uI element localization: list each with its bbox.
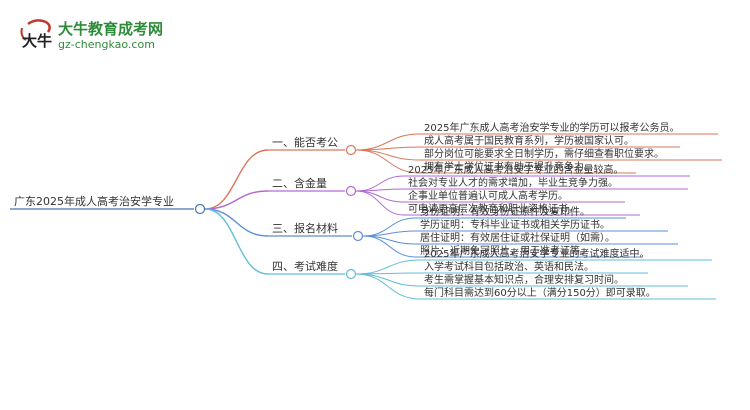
edge-branch-3-to-item-4 — [362, 235, 417, 258]
edge-root-to-branch-1 — [204, 149, 269, 210]
edge-root-to-branch-4 — [204, 208, 269, 275]
branch-1-item-3: 部分岗位可能要求全日制学历，需仔细查看职位要求。 — [424, 147, 664, 160]
branch-4-node-dot — [345, 268, 357, 280]
branch-3-item-3: 居住证明：有效居住证或社保证明（如需）。 — [420, 231, 615, 244]
logo-mark-text: 大牛 — [22, 32, 52, 50]
edge-root-to-branch-2 — [204, 190, 269, 210]
branch-2: 二、含金量 2025年广东成人高考治安学专业的含金量较高。 社会对专业人才的需求… — [268, 163, 690, 216]
mindmap-edges — [204, 133, 421, 300]
edge-branch-4-to-item-4 — [355, 273, 421, 300]
site-logo[interactable]: 大牛 大牛教育成考网 gz-chengkao.com — [18, 16, 168, 56]
branch-2-item-2: 社会对专业人才的需求增加，毕业生竞争力强。 — [408, 176, 618, 189]
branch-3: 三、报名材料 身份证明：有效身份证原件及复印件。 学历证明：专科毕业证书或相关学… — [268, 205, 678, 258]
branch-1-label: 一、能否考公 — [272, 135, 338, 149]
edge-branch-1-to-item-3 — [355, 149, 421, 161]
edge-root-to-branch-3 — [204, 208, 269, 237]
branch-4-item-3: 考生需掌握基本知识点，合理安排复习时间。 — [424, 273, 624, 286]
brand-url: gz-chengkao.com — [58, 38, 155, 51]
branch-1-node-dot — [345, 144, 357, 156]
branch-4-item-4: 每门科目需达到60分以上（满分150分）即可录取。 — [424, 286, 656, 299]
edge-branch-1-to-item-2 — [355, 146, 421, 151]
brand-name: 大牛教育成考网 — [58, 20, 164, 38]
branch-4-item-2: 入学考试科目包括政治、英语和民法。 — [424, 260, 594, 273]
branch-3-label: 三、报名材料 — [272, 221, 338, 235]
edge-branch-2-to-item-4 — [355, 190, 405, 216]
edge-branch-4-to-item-1 — [355, 259, 421, 275]
edge-branch-2-to-item-3 — [355, 190, 405, 203]
branch-2-item-1: 2025年广东成人高考治安学专业的含金量较高。 — [408, 163, 623, 176]
branch-1-item-2: 成人高考属于国民教育系列，学历被国家认可。 — [424, 134, 634, 147]
branch-3-node-dot — [352, 230, 364, 242]
branch-4-item-1: 2025年广东成人高考治安学专业的考试难度适中。 — [424, 247, 649, 260]
branch-1-item-4: 拥有学士学位证书有助于提升竞争力。 — [424, 160, 594, 173]
branch-4-label: 四、考试难度 — [272, 259, 338, 273]
edge-branch-4-to-item-3 — [355, 273, 421, 287]
root-node-dot — [194, 203, 206, 215]
branch-3-item-2: 学历证明：专科毕业证书或相关学历证书。 — [420, 218, 610, 231]
branch-4: 四、考试难度 2025年广东成人高考治安学专业的考试难度适中。 入学考试科目包括… — [268, 247, 716, 300]
branch-1-item-1: 2025年广东成人高考治安学专业的学历可以报考公务员。 — [424, 121, 679, 134]
root-label: 广东2025年成人高考治安学专业 — [14, 194, 174, 208]
logo-mark-icon: 大牛 — [20, 19, 52, 50]
edge-branch-1-to-item-4 — [355, 149, 421, 174]
branch-1: 一、能否考公 2025年广东成人高考治安学专业的学历可以报考公务员。 成人高考属… — [268, 121, 722, 174]
branch-2-item-4: 可申请更高层次教育和职业资格证书。 — [408, 202, 578, 215]
branch-3-item-4: 照片：近期免冠照片，用于准考证等。 — [420, 244, 590, 257]
branch-2-label: 二、含金量 — [272, 176, 327, 190]
branch-2-node-dot — [345, 185, 357, 197]
branch-3-item-1: 身份证明：有效身份证原件及复印件。 — [420, 205, 590, 218]
branch-2-item-3: 企事业单位普遍认可成人高考学历。 — [408, 189, 568, 202]
